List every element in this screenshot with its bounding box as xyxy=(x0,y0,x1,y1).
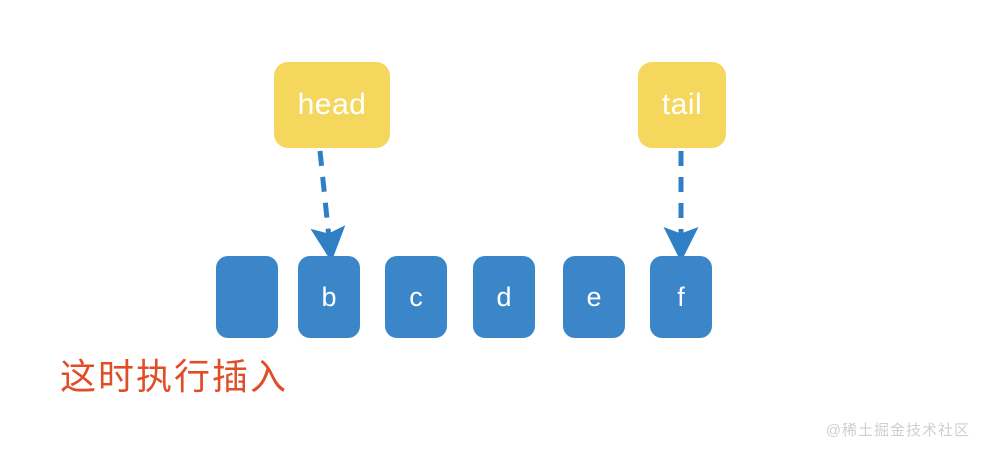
list-cell-0 xyxy=(216,256,278,338)
list-cell-d-label: d xyxy=(496,281,512,312)
list-cell-c-label: c xyxy=(409,281,423,312)
pointer-node-head: head xyxy=(274,62,390,148)
pointer-node-head-label: head xyxy=(297,88,367,121)
list-cell-f-label: f xyxy=(677,281,685,312)
list-cell-c: c xyxy=(385,256,447,338)
list-cell-e: e xyxy=(563,256,625,338)
list-cell-b: b xyxy=(298,256,360,338)
caption-text: 这时执行插入 xyxy=(60,356,289,397)
pointer-node-tail-label: tail xyxy=(661,88,703,121)
list-cell-e-label: e xyxy=(586,281,602,312)
list-cell-b-label: b xyxy=(321,281,337,312)
list-cell-f: f xyxy=(650,256,712,338)
arrow-head-to-cell-b xyxy=(310,150,346,262)
watermark-text: @稀土掘金技术社区 xyxy=(825,422,970,439)
list-cell-d: d xyxy=(473,256,535,338)
pointer-node-tail: tail xyxy=(638,62,726,148)
